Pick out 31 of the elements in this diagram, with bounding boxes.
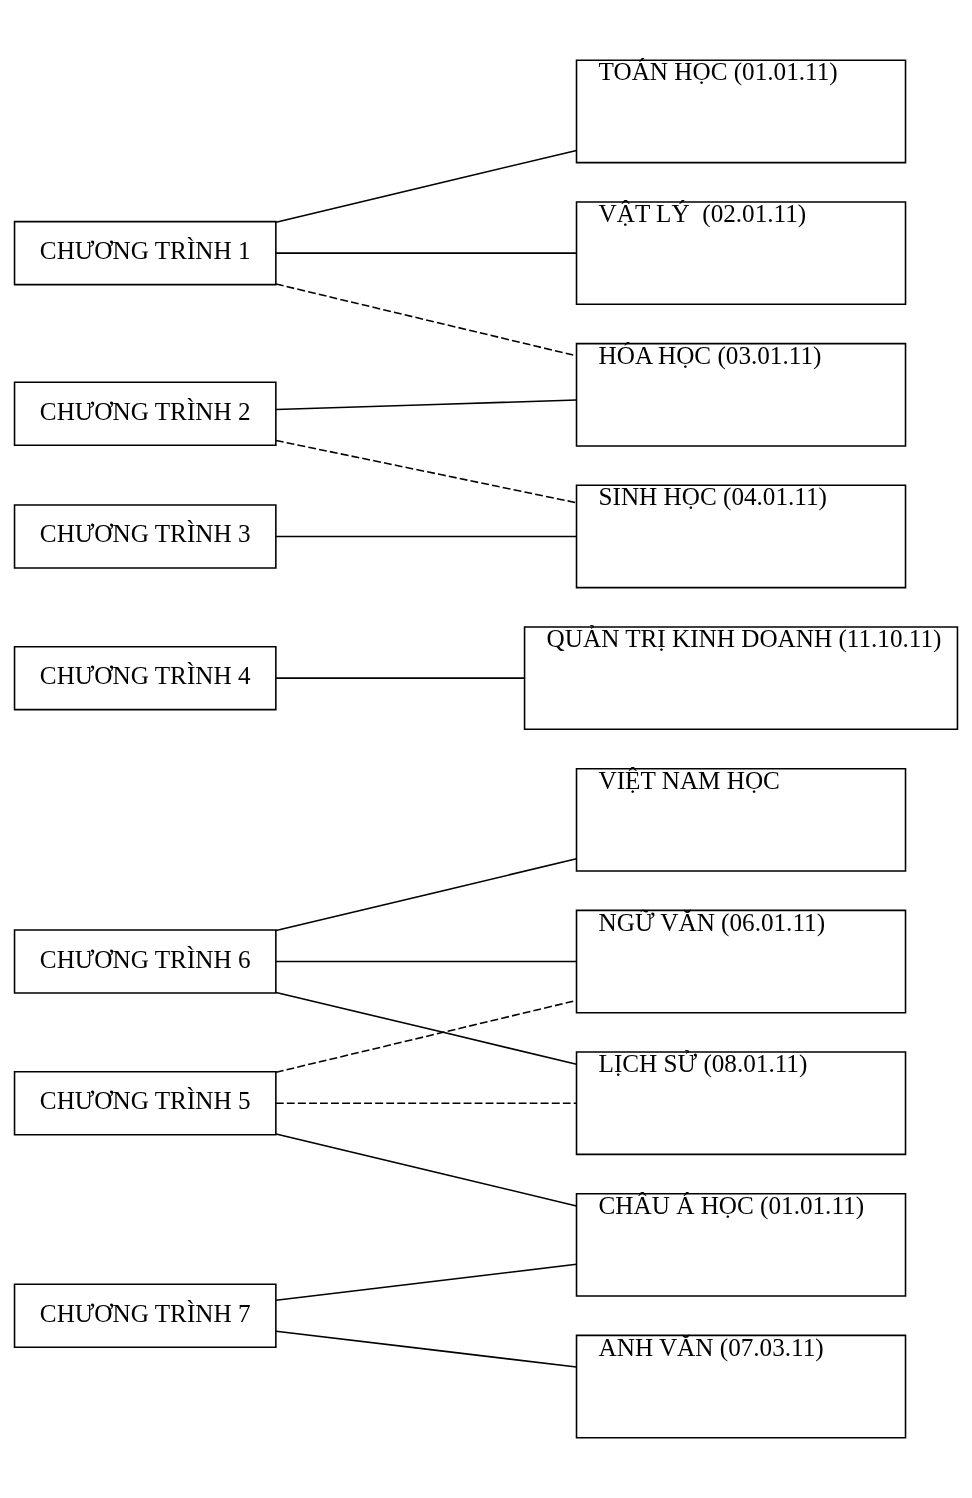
node-box: CHÂU Á HỌC (01.01.11) [575, 1192, 907, 1297]
node-box: VẬT LÝ (02.01.11) [575, 201, 907, 306]
node-box: HÓA HỌC (03.01.11) [575, 342, 907, 447]
connector [275, 1263, 578, 1302]
connector [275, 677, 525, 679]
connector [275, 439, 578, 504]
connector [275, 252, 578, 254]
node-box: SINH HỌC (04.01.11) [575, 484, 907, 589]
connector [275, 1133, 578, 1207]
node-box: CHƯƠNG TRÌNH 3 [13, 504, 277, 569]
connector [275, 1330, 578, 1368]
node-box: CHƯƠNG TRÌNH 7 [13, 1283, 277, 1348]
node-box: LỊCH SỬ (08.01.11) [575, 1051, 907, 1156]
connector [275, 399, 578, 411]
connector [275, 149, 578, 223]
node-box: NGỮ VĂN (06.01.11) [575, 909, 907, 1014]
connector [275, 1102, 578, 1104]
connector [275, 535, 578, 538]
connector [275, 858, 578, 932]
node-box: CHƯƠNG TRÌNH 4 [13, 645, 277, 711]
node-box: CHƯƠNG TRÌNH 2 [13, 381, 277, 446]
node-box: TOÁN HỌC (01.01.11) [575, 59, 907, 164]
node-box: ANH VĂN (07.03.11) [575, 1334, 907, 1439]
connector [275, 960, 578, 963]
node-box: VIỆT NAM HỌC [575, 767, 907, 872]
node-box: QUẢN TRỊ KINH DOANH (11.10.11) [523, 626, 959, 731]
node-box: CHƯƠNG TRÌNH 5 [13, 1070, 277, 1136]
node-box: CHƯƠNG TRÌNH 6 [13, 929, 277, 994]
connector [275, 991, 578, 1065]
node-box: CHƯƠNG TRÌNH 1 [13, 220, 277, 286]
connector [275, 283, 578, 357]
